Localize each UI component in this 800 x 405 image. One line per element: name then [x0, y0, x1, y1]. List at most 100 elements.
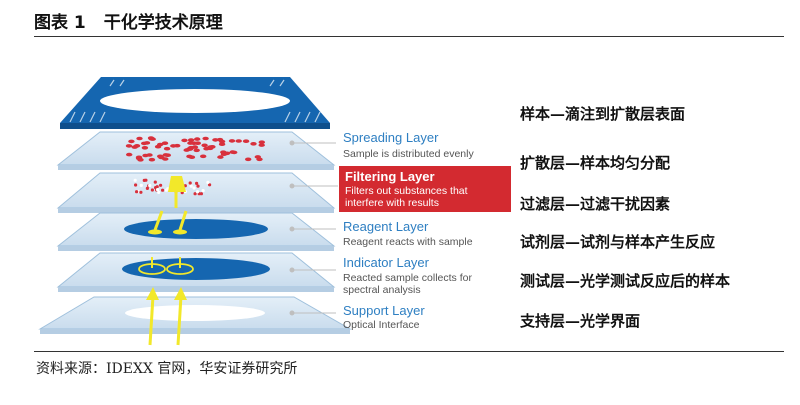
- layer-name-support: Support Layer: [343, 303, 425, 318]
- sample-dot: [250, 142, 257, 146]
- sample-applicator-plate: [60, 77, 330, 129]
- filtered-particle: [199, 192, 203, 196]
- filtered-particle: [193, 192, 197, 196]
- cn-label-sample: 样本—滴注到扩散层表面: [520, 105, 685, 123]
- sample-dot: [242, 139, 250, 143]
- layer-desc-filtering-1: Filters out substances that: [345, 185, 468, 197]
- filtered-particle: [156, 188, 160, 192]
- sample-dot: [235, 139, 242, 143]
- layer-desc-spreading: Sample is distributed evenly: [343, 148, 474, 160]
- figure-title: 图表 1 干化学技术原理: [34, 8, 223, 33]
- sample-dot: [193, 148, 200, 153]
- filtered-particle: [150, 188, 154, 192]
- layer-name-filtering: Filtering Layer: [345, 169, 435, 184]
- filtered-particle: [188, 181, 192, 185]
- filtered-particle: [153, 180, 157, 184]
- filtered-particle: [134, 183, 138, 187]
- sample-dot: [245, 157, 252, 162]
- filtered-particle: [189, 184, 193, 188]
- sample-dot: [194, 137, 201, 141]
- callout-lines: [289, 140, 338, 316]
- sample-dot: [217, 155, 224, 159]
- layer-desc-indicator-2: spectral analysis: [343, 284, 421, 296]
- sample-flow-filtering: [168, 176, 186, 208]
- filtered-particle: [139, 190, 143, 194]
- sample-dot: [147, 136, 155, 140]
- cn-label-filtering: 过滤层—过滤干扰因素: [520, 195, 670, 213]
- sample-dot: [200, 154, 207, 159]
- sample-dot: [161, 141, 169, 145]
- filtered-particle: [208, 183, 212, 187]
- layer-name-indicator: Indicator Layer: [343, 255, 430, 270]
- sample-dot: [258, 143, 265, 147]
- sample-dot: [143, 141, 151, 145]
- sample-dot: [187, 138, 195, 142]
- cn-label-reagent: 试剂层—试剂与样本产生反应: [520, 233, 715, 251]
- top-rule: [34, 36, 784, 37]
- sample-dot: [137, 158, 144, 162]
- sample-dot: [207, 146, 214, 151]
- sample-dot: [188, 155, 196, 159]
- layer-desc-reagent: Reagent reacts with sample: [343, 236, 473, 248]
- sample-dot: [223, 151, 231, 156]
- filtered-particle: [159, 183, 163, 187]
- filtered-particle: [161, 188, 165, 192]
- sample-dot: [202, 136, 209, 141]
- sample-dot: [163, 146, 171, 151]
- sample-dot: [128, 139, 135, 144]
- filtered-particle: [195, 190, 200, 194]
- sample-dot: [157, 154, 164, 159]
- layer-plate-support: [38, 296, 352, 334]
- filtered-particle: [144, 178, 148, 182]
- figure-source: 资料来源：IDEXX 官网，华安证券研究所: [36, 361, 298, 377]
- sample-dot: [190, 141, 198, 145]
- filtered-particle: [206, 180, 210, 184]
- filtered-particle: [195, 181, 199, 185]
- sample-dot: [229, 150, 236, 154]
- sample-dot: [162, 153, 169, 157]
- sample-dot: [170, 144, 177, 148]
- sample-dots-spreading: [125, 136, 265, 162]
- sample-dot: [136, 136, 143, 141]
- sample-dot: [218, 139, 226, 144]
- sample-dot: [191, 145, 199, 149]
- filtered-particle: [135, 190, 139, 194]
- sample-dot: [201, 143, 208, 148]
- layer-plate-filtering: [56, 172, 336, 213]
- sample-dot: [125, 144, 133, 148]
- cn-label-indicator: 测试层—光学测试反应后的样本: [520, 272, 730, 290]
- sample-dot: [126, 152, 133, 157]
- filtered-particle: [133, 178, 137, 182]
- sample-dot: [212, 138, 219, 142]
- cn-label-spreading: 扩散层—样本均匀分配: [520, 154, 670, 172]
- sample-dot: [228, 139, 236, 143]
- sample-dot: [142, 153, 149, 158]
- sample-dot: [162, 157, 169, 161]
- filtered-particle: [201, 189, 205, 193]
- layer-desc-support: Optical Interface: [343, 319, 420, 331]
- layer-name-reagent: Reagent Layer: [343, 219, 429, 234]
- filtered-particle: [145, 186, 149, 190]
- reagent-zone: [124, 210, 268, 239]
- sample-dot: [148, 157, 156, 162]
- sample-dot: [218, 142, 226, 146]
- sample-dot: [141, 146, 149, 150]
- sample-dot: [181, 138, 188, 143]
- filtered-particle: [148, 183, 152, 188]
- sample-dot: [258, 140, 265, 144]
- sample-dot: [133, 144, 141, 148]
- layer-name-spreading: Spreading Layer: [343, 130, 439, 145]
- figure-number: 图表 1: [34, 13, 86, 33]
- optical-beams: [146, 287, 187, 346]
- sample-dot: [254, 155, 261, 159]
- bottom-rule: [34, 351, 784, 352]
- filtered-particle: [157, 190, 161, 194]
- indicator-zone: [122, 257, 270, 280]
- sample-dot: [157, 142, 164, 147]
- cn-label-support: 支持层—光学界面: [519, 312, 640, 330]
- filtered-particle: [196, 184, 200, 188]
- figure-title-text: 干化学技术原理: [103, 13, 223, 33]
- layer-desc-indicator-1: Reacted sample collects for: [343, 272, 472, 284]
- layer-desc-filtering-2: interfere with results: [345, 197, 439, 209]
- filtered-particle: [155, 185, 159, 189]
